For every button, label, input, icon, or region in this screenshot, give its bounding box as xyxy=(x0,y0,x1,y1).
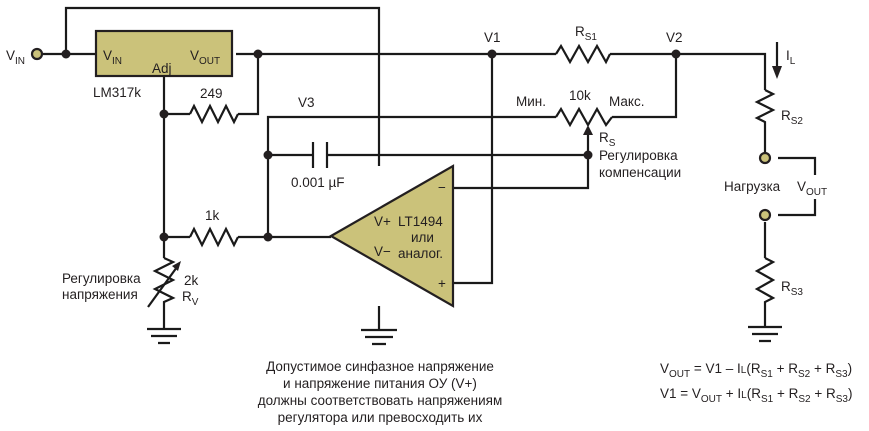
vin-terminal xyxy=(30,47,44,61)
load-label: Нагрузка xyxy=(724,179,781,194)
common-mode-note: Допустимое синфазное напряжение и напряж… xyxy=(258,359,503,425)
load-vout-label: VOUT xyxy=(797,179,827,198)
vin-label: VIN xyxy=(6,48,25,67)
rs2-label: RS2 xyxy=(781,108,803,127)
resistor-1k xyxy=(189,226,239,248)
rs-min-label: Мин. xyxy=(516,94,546,109)
capacitor-label: 0.001 µF xyxy=(291,175,345,190)
rs-value-label: 10k xyxy=(569,88,591,103)
reg-pin-adj: Adj xyxy=(152,61,172,76)
rv-value-label: 2k xyxy=(184,273,199,288)
opamp-part-line3: аналог. xyxy=(398,246,443,261)
rs-label: RS xyxy=(599,130,616,149)
resistor-rs1 xyxy=(555,43,611,65)
rs1-label: RS1 xyxy=(575,24,597,43)
resistor-rs3 xyxy=(754,257,776,305)
equation-vout: VOUT = V1 – IL(RS1 + RS2 + RS3) xyxy=(660,361,852,380)
volt-adjust-label-2: напряжения xyxy=(62,287,138,302)
capacitor-icon xyxy=(311,142,329,168)
resistor-249 xyxy=(189,103,239,125)
rs3-label: RS3 xyxy=(781,279,803,298)
opamp-vminus-label: V− xyxy=(374,244,391,259)
r1k-label: 1k xyxy=(205,208,220,223)
opamp-vplus-label: V+ xyxy=(374,214,391,229)
resistor-rs2 xyxy=(754,89,776,126)
rv-label: RV xyxy=(182,289,199,308)
wires xyxy=(42,6,817,330)
equation-v1: V1 = VOUT + IL(RS1 + RS2 + RS3) xyxy=(660,386,852,405)
reg-part-label: LM317k xyxy=(93,85,141,100)
r249-label: 249 xyxy=(200,86,223,101)
note-line: регулятора или превосходить их xyxy=(278,410,483,425)
load-terminal-bottom xyxy=(758,208,772,222)
opamp-lt1494 xyxy=(328,164,455,308)
opamp-part-line2: или xyxy=(411,230,434,245)
ground-icon xyxy=(361,328,397,346)
comp-adjust-label-1: Регулировка xyxy=(599,148,678,163)
current-arrow-icon xyxy=(772,42,782,79)
opamp-inv-input: − xyxy=(438,180,446,195)
variable-arrow-icon xyxy=(147,266,178,308)
rs-max-label: Макс. xyxy=(609,94,644,109)
node-v3-label: V3 xyxy=(298,95,315,110)
arrow-head-icon xyxy=(172,261,181,271)
ground-icon xyxy=(147,327,181,345)
junctions xyxy=(61,49,681,242)
il-label: IL xyxy=(786,48,796,67)
note-line: Допустимое синфазное напряжение xyxy=(266,359,494,374)
reg-pin-vin: VIN xyxy=(103,48,122,67)
ground-icon xyxy=(748,325,782,343)
note-line: и напряжение питания ОУ (V+) xyxy=(283,376,477,391)
note-line: должны соответствовать напряжениям xyxy=(258,393,503,408)
lm317-regulator xyxy=(94,29,234,78)
reg-pin-vout: VOUT xyxy=(190,48,220,67)
opamp-noninv-input: + xyxy=(438,276,446,291)
resistor-rv xyxy=(152,256,176,304)
potentiometer-rs xyxy=(555,106,613,128)
opamp-part-line1: LT1494 xyxy=(398,214,443,229)
node-v1-label: V1 xyxy=(484,30,501,45)
load-terminal-top xyxy=(758,151,772,165)
volt-adjust-label-1: Регулировка xyxy=(62,271,141,286)
wiper-arrow-icon xyxy=(583,125,593,135)
comp-adjust-label-2: компенсации xyxy=(599,165,681,180)
node-v2-label: V2 xyxy=(666,30,683,45)
